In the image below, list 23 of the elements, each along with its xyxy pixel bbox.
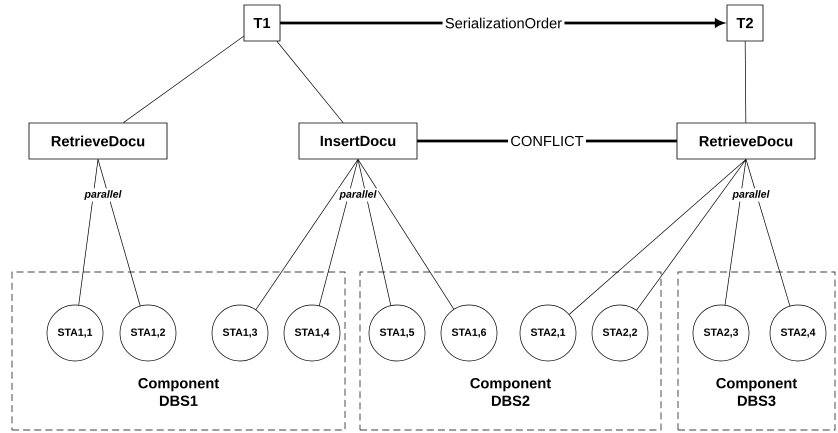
connector xyxy=(746,159,790,306)
parallel-label: parallel xyxy=(82,188,124,202)
connector xyxy=(98,159,141,306)
connector xyxy=(256,159,358,310)
parallel-label: parallel xyxy=(338,188,378,202)
connector xyxy=(358,159,392,306)
connector xyxy=(568,159,746,315)
connector xyxy=(318,159,358,306)
process-box: InsertDocu xyxy=(298,122,418,160)
process-box: RetrieveDocu xyxy=(28,122,168,160)
connector xyxy=(276,41,344,123)
process-box: T2 xyxy=(726,4,764,42)
connector xyxy=(78,159,98,306)
process-box: RetrieveDocu xyxy=(676,122,816,160)
connector xyxy=(724,159,746,306)
edge-label: SerializationOrder xyxy=(442,15,564,31)
connector xyxy=(123,36,244,123)
edge-label: CONFLICT xyxy=(508,133,586,149)
connector xyxy=(636,159,746,310)
parallel-label: parallel xyxy=(730,188,772,202)
process-box: T1 xyxy=(244,4,280,42)
connector xyxy=(358,159,454,310)
connector xyxy=(744,41,746,123)
